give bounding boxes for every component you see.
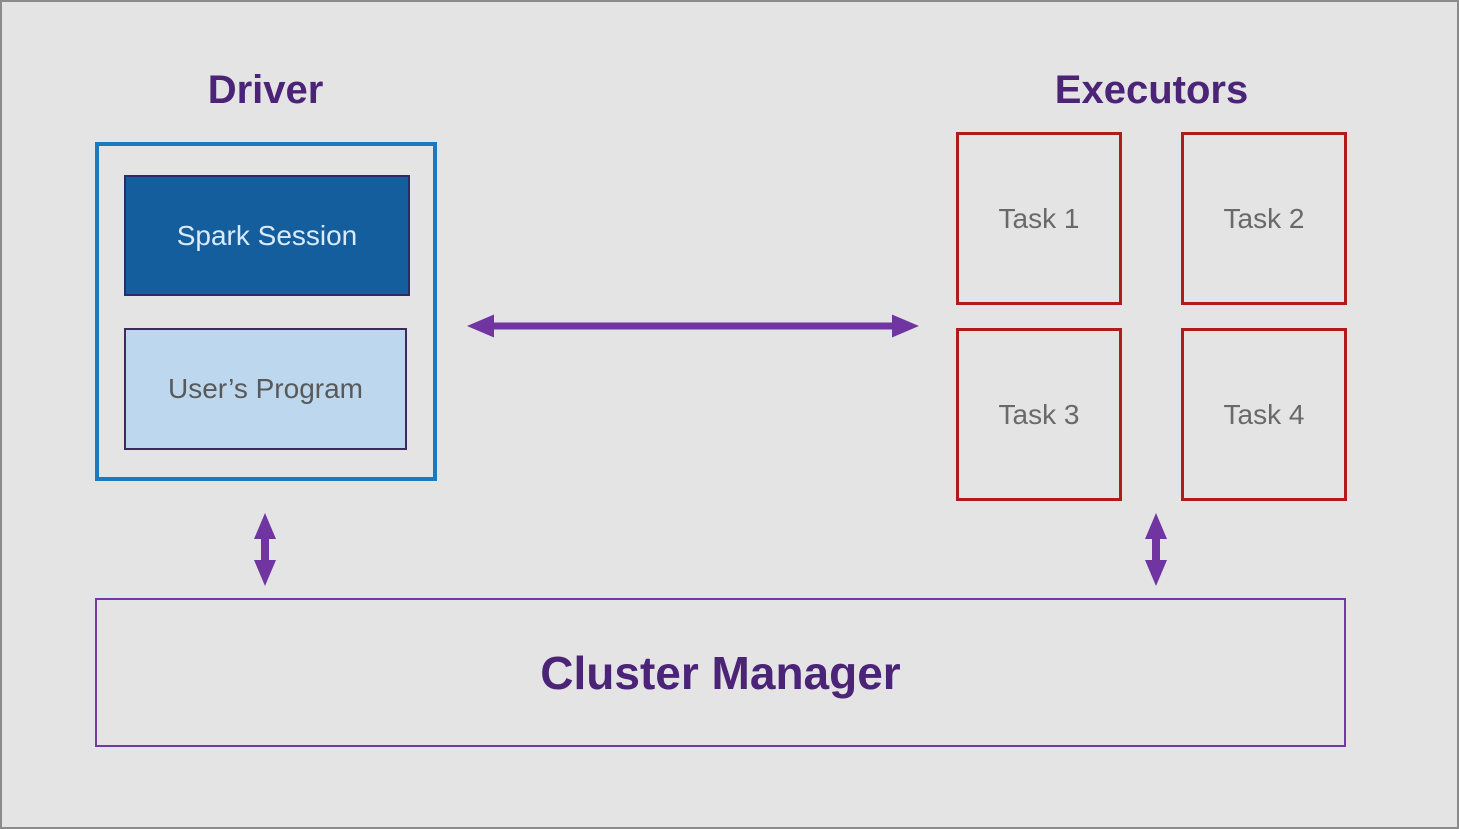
task-box-4: Task 4 bbox=[1181, 328, 1347, 501]
cluster-manager-box: Cluster Manager bbox=[95, 598, 1346, 747]
users-program-box: User’s Program bbox=[124, 328, 407, 450]
executors-title: Executors bbox=[1054, 68, 1249, 112]
executors-cluster-manager-arrow-icon bbox=[1145, 513, 1167, 586]
spark-session-label: Spark Session bbox=[176, 219, 358, 251]
driver-title: Driver bbox=[207, 68, 324, 112]
task-box-1: Task 1 bbox=[956, 132, 1122, 305]
cluster-manager-label: Cluster Manager bbox=[540, 646, 901, 699]
driver-box bbox=[95, 142, 437, 481]
task-box-3: Task 3 bbox=[956, 328, 1122, 501]
task-box-2: Task 2 bbox=[1181, 132, 1347, 305]
task-3-label: Task 3 bbox=[998, 398, 1080, 430]
spark-session-box: Spark Session bbox=[124, 175, 410, 296]
task-1-label: Task 1 bbox=[998, 202, 1080, 234]
users-program-label: User’s Program bbox=[167, 373, 363, 404]
driver-cluster-manager-arrow-icon bbox=[254, 513, 276, 586]
task-2-label: Task 2 bbox=[1223, 202, 1305, 234]
driver-executors-arrow-icon bbox=[467, 314, 919, 338]
task-4-label: Task 4 bbox=[1223, 398, 1305, 430]
